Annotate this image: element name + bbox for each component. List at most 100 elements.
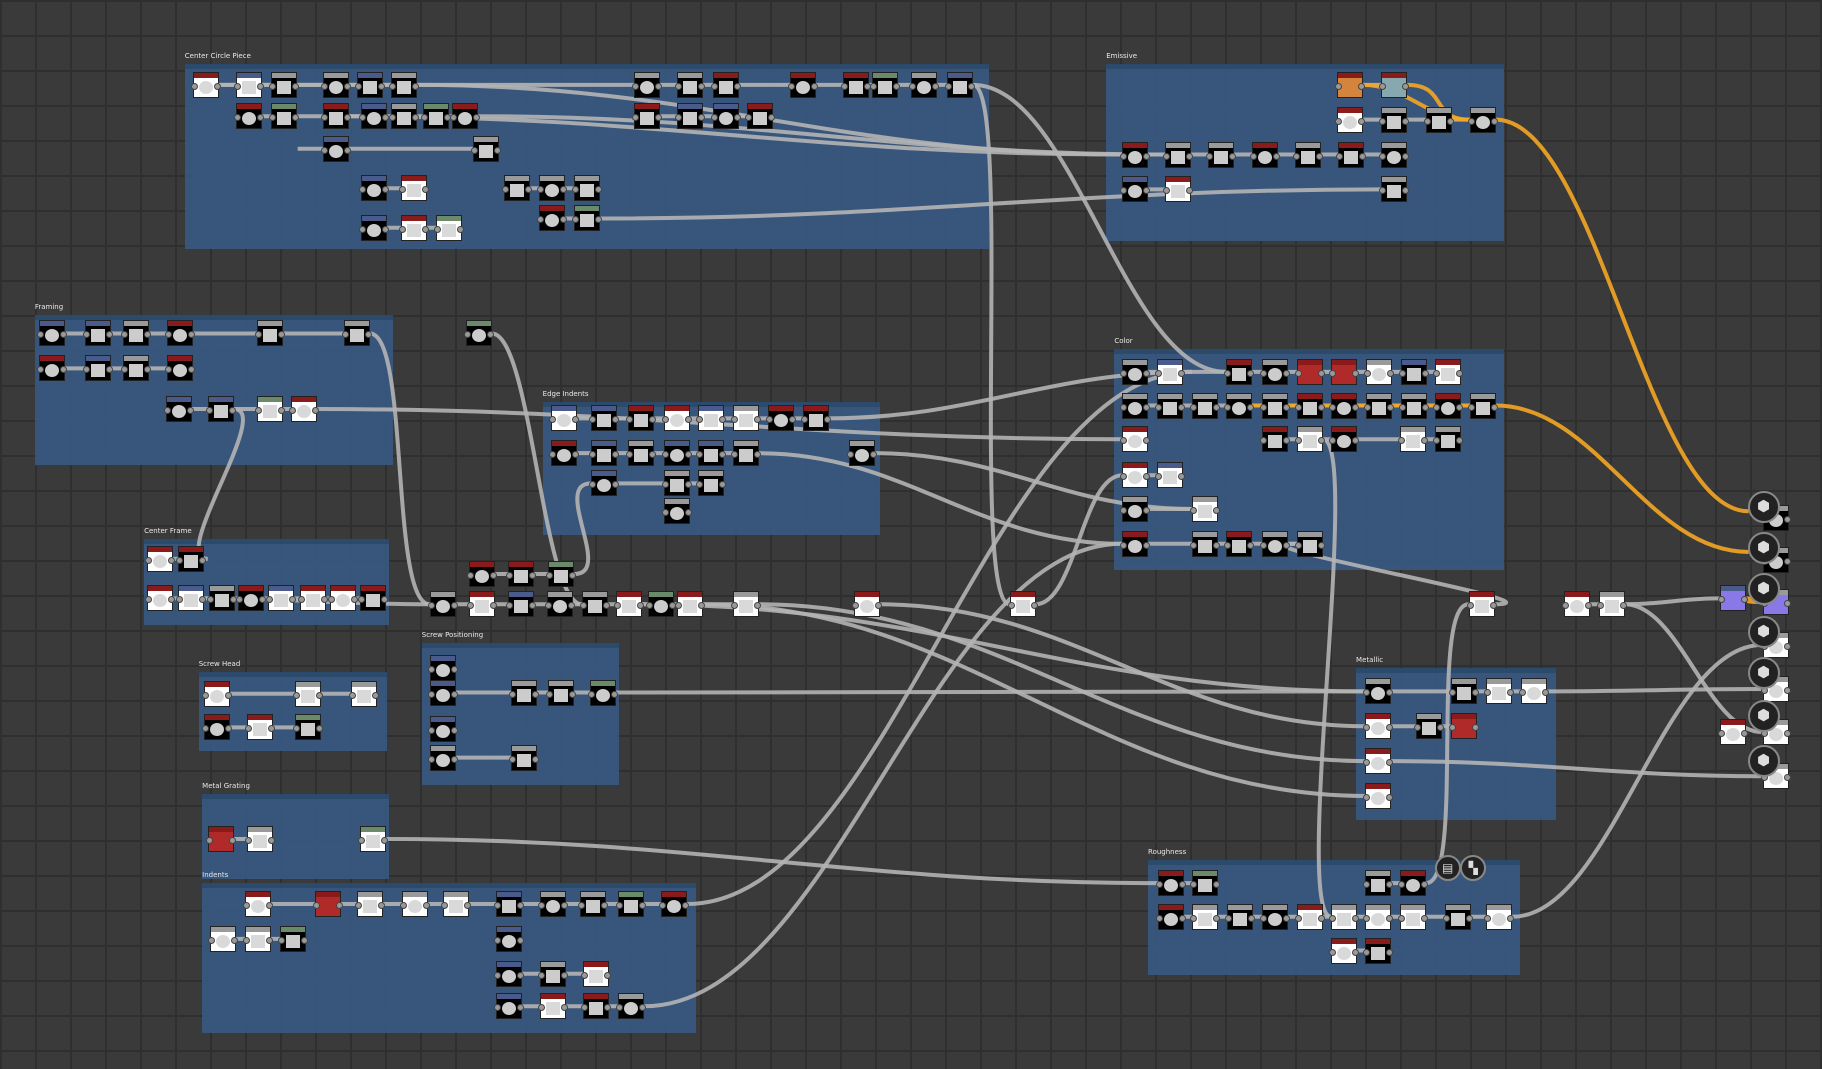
output-pin[interactable] — [1317, 369, 1325, 377]
output-pin[interactable] — [1143, 152, 1151, 160]
input-pin[interactable] — [730, 451, 738, 459]
input-pin[interactable] — [711, 114, 719, 122]
input-pin[interactable] — [427, 602, 435, 610]
graph-node[interactable] — [1294, 903, 1325, 930]
graph-node[interactable] — [1399, 358, 1430, 385]
graph-node[interactable] — [675, 103, 706, 130]
output-pin[interactable] — [1212, 881, 1220, 889]
graph-node[interactable] — [730, 405, 761, 432]
input-pin[interactable] — [1399, 369, 1407, 377]
output-pin[interactable] — [600, 902, 608, 910]
input-pin[interactable] — [546, 572, 554, 580]
graph-node[interactable] — [292, 714, 323, 741]
input-pin[interactable] — [1329, 403, 1337, 411]
input-pin[interactable] — [1259, 914, 1267, 922]
output-pin[interactable] — [1246, 369, 1254, 377]
input-pin[interactable] — [242, 936, 250, 944]
graph-node[interactable] — [1189, 903, 1220, 930]
output-pin[interactable] — [105, 331, 113, 339]
output-pin[interactable] — [1506, 914, 1514, 922]
input-pin[interactable] — [1163, 152, 1171, 160]
input-pin[interactable] — [1120, 369, 1128, 377]
input-pin[interactable] — [206, 596, 214, 604]
output-pin[interactable] — [1247, 914, 1255, 922]
graph-node[interactable] — [589, 440, 620, 467]
graph-node[interactable] — [675, 591, 706, 618]
graph-node[interactable] — [581, 960, 612, 987]
input-pin[interactable] — [449, 114, 457, 122]
output-pin[interactable] — [1317, 403, 1325, 411]
output-pin[interactable] — [490, 572, 498, 580]
input-pin[interactable] — [254, 331, 262, 339]
graph-node[interactable] — [662, 470, 693, 497]
graph-node[interactable] — [440, 891, 471, 918]
graph-node[interactable] — [245, 714, 276, 741]
input-pin[interactable] — [467, 572, 475, 580]
input-pin[interactable] — [420, 114, 428, 122]
input-pin[interactable] — [1363, 914, 1371, 922]
input-pin[interactable] — [1206, 152, 1214, 160]
input-pin[interactable] — [268, 82, 276, 90]
input-pin[interactable] — [675, 602, 683, 610]
graph-node[interactable] — [1363, 748, 1394, 775]
input-pin[interactable] — [359, 114, 367, 122]
input-pin[interactable] — [1432, 437, 1440, 445]
connection-wire[interactable] — [641, 602, 1366, 694]
output-pin[interactable] — [1506, 689, 1514, 697]
input-pin[interactable] — [1363, 793, 1371, 801]
output-pin[interactable] — [719, 416, 727, 424]
input-pin[interactable] — [120, 366, 128, 374]
graph-node[interactable] — [327, 585, 358, 612]
graph-node[interactable] — [730, 591, 761, 618]
input-pin[interactable] — [175, 596, 183, 604]
graph-node[interactable] — [730, 440, 761, 467]
output-pin[interactable] — [315, 725, 323, 733]
input-pin[interactable] — [398, 186, 406, 194]
graph-node[interactable] — [320, 103, 351, 130]
input-pin[interactable] — [1379, 152, 1387, 160]
graph-node[interactable] — [1329, 937, 1360, 964]
input-pin[interactable] — [1335, 117, 1343, 125]
graph-node[interactable] — [1294, 358, 1325, 385]
graph-node[interactable] — [1155, 392, 1186, 419]
graph-node[interactable] — [675, 71, 706, 98]
output-pin[interactable] — [1246, 403, 1254, 411]
graph-node[interactable] — [1364, 358, 1395, 385]
input-pin[interactable] — [268, 114, 276, 122]
input-pin[interactable] — [120, 331, 128, 339]
graph-node[interactable] — [208, 925, 239, 952]
input-pin[interactable] — [1294, 403, 1302, 411]
output-pin[interactable] — [810, 82, 818, 90]
input-pin[interactable] — [1363, 724, 1371, 732]
output-pin[interactable] — [1455, 437, 1463, 445]
output-pin[interactable] — [1783, 687, 1791, 695]
output-pin[interactable] — [1386, 724, 1394, 732]
input-pin[interactable] — [626, 451, 634, 459]
input-pin[interactable] — [175, 556, 183, 564]
output-pin[interactable] — [198, 556, 206, 564]
graph-node[interactable] — [711, 71, 742, 98]
graph-node[interactable] — [312, 891, 343, 918]
input-pin[interactable] — [675, 82, 683, 90]
output-pin[interactable] — [532, 755, 540, 763]
output-pin[interactable] — [931, 82, 939, 90]
graph-node[interactable] — [1120, 392, 1151, 419]
input-pin[interactable] — [463, 331, 471, 339]
output-pin[interactable] — [767, 114, 775, 122]
graph-node[interactable] — [571, 205, 602, 232]
connection-wire[interactable] — [972, 82, 1226, 374]
graph-node[interactable] — [662, 440, 693, 467]
output-pin[interactable] — [382, 225, 390, 233]
output-pin[interactable] — [1282, 403, 1290, 411]
output-pin[interactable] — [1352, 403, 1360, 411]
graph-node[interactable] — [493, 960, 524, 987]
input-pin[interactable] — [1329, 369, 1337, 377]
output-pin[interactable] — [681, 902, 689, 910]
output-pin[interactable] — [655, 82, 663, 90]
input-pin[interactable] — [658, 902, 666, 910]
output-pin[interactable] — [1229, 152, 1237, 160]
input-pin[interactable] — [470, 146, 478, 154]
output-pin[interactable] — [568, 602, 576, 610]
output-pin[interactable] — [168, 596, 176, 604]
